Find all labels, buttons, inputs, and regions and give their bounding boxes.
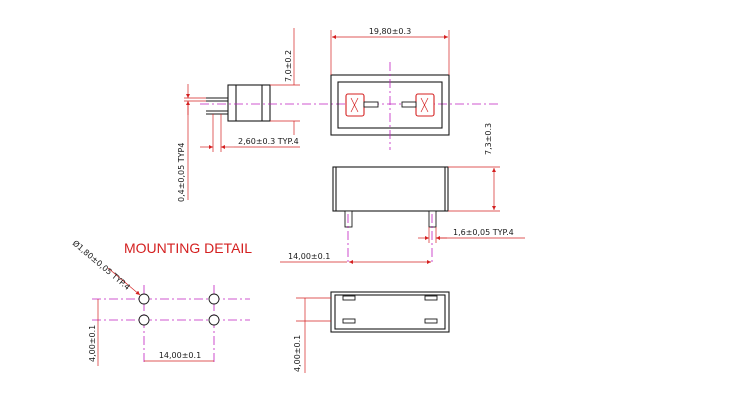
pin-thickness-label: 0,4±0,05 TYP4 bbox=[177, 143, 186, 202]
contact-right bbox=[401, 93, 435, 117]
mounting-hole bbox=[138, 314, 150, 326]
pin-width-label: 1,6±0,05 TYP.4 bbox=[453, 228, 514, 237]
mounting-detail-heading: MOUNTING DETAIL bbox=[124, 240, 252, 256]
contact-detail bbox=[350, 97, 359, 113]
front-pin-right bbox=[428, 210, 437, 228]
bottom-pin-pad bbox=[342, 295, 356, 301]
hole-pitch-label: 14,00±0.1 bbox=[159, 351, 201, 360]
contact-clip bbox=[415, 93, 435, 117]
top-view: 19,80±0.3 bbox=[330, 27, 450, 150]
side-view-body bbox=[227, 84, 271, 122]
pin-pitch-label: 14,00±0.1 bbox=[288, 252, 330, 261]
mounting-hole bbox=[138, 293, 150, 305]
bottom-pin-pad bbox=[424, 318, 438, 324]
bottom-view-body-inner bbox=[334, 294, 446, 330]
hole-row-spacing-label: 4,00±0.1 bbox=[88, 325, 97, 362]
height-dimension-label: 7,3±0.3 bbox=[484, 123, 493, 155]
bottom-pin-pad bbox=[424, 295, 438, 301]
mounting-hole bbox=[208, 314, 220, 326]
bottom-row-spacing-label: 4,00±0.1 bbox=[293, 335, 302, 372]
contact-tab bbox=[363, 101, 379, 108]
mounting-hole bbox=[208, 293, 220, 305]
side-view: 7,0±0.2 0,4±0,05 TYP4 2,60±0.3 TYP.4 bbox=[177, 28, 500, 202]
pin-spacing-label: 2,60±0.3 TYP.4 bbox=[238, 137, 299, 146]
contact-tab bbox=[401, 101, 417, 108]
length-dimension-label: 19,80±0.3 bbox=[369, 27, 411, 36]
front-pin-left bbox=[344, 210, 353, 228]
front-view-body bbox=[332, 166, 449, 212]
mounting-detail: MOUNTING DETAIL Ø1,80±0,05 TYP.4 4,00±0.… bbox=[71, 238, 252, 366]
contact-detail bbox=[420, 97, 429, 113]
bottom-view-body-outer bbox=[330, 291, 450, 333]
bottom-view: 4,00±0.1 bbox=[293, 291, 450, 373]
contact-clip bbox=[345, 93, 365, 117]
hole-leader-line bbox=[107, 267, 141, 296]
bottom-pin-pad bbox=[342, 318, 356, 324]
contact-left bbox=[345, 93, 379, 117]
front-view: 7,3±0.3 1,6±0,05 TYP.4 14,00±0.1 bbox=[280, 123, 525, 265]
width-dimension-label: 7,0±0.2 bbox=[284, 50, 293, 82]
